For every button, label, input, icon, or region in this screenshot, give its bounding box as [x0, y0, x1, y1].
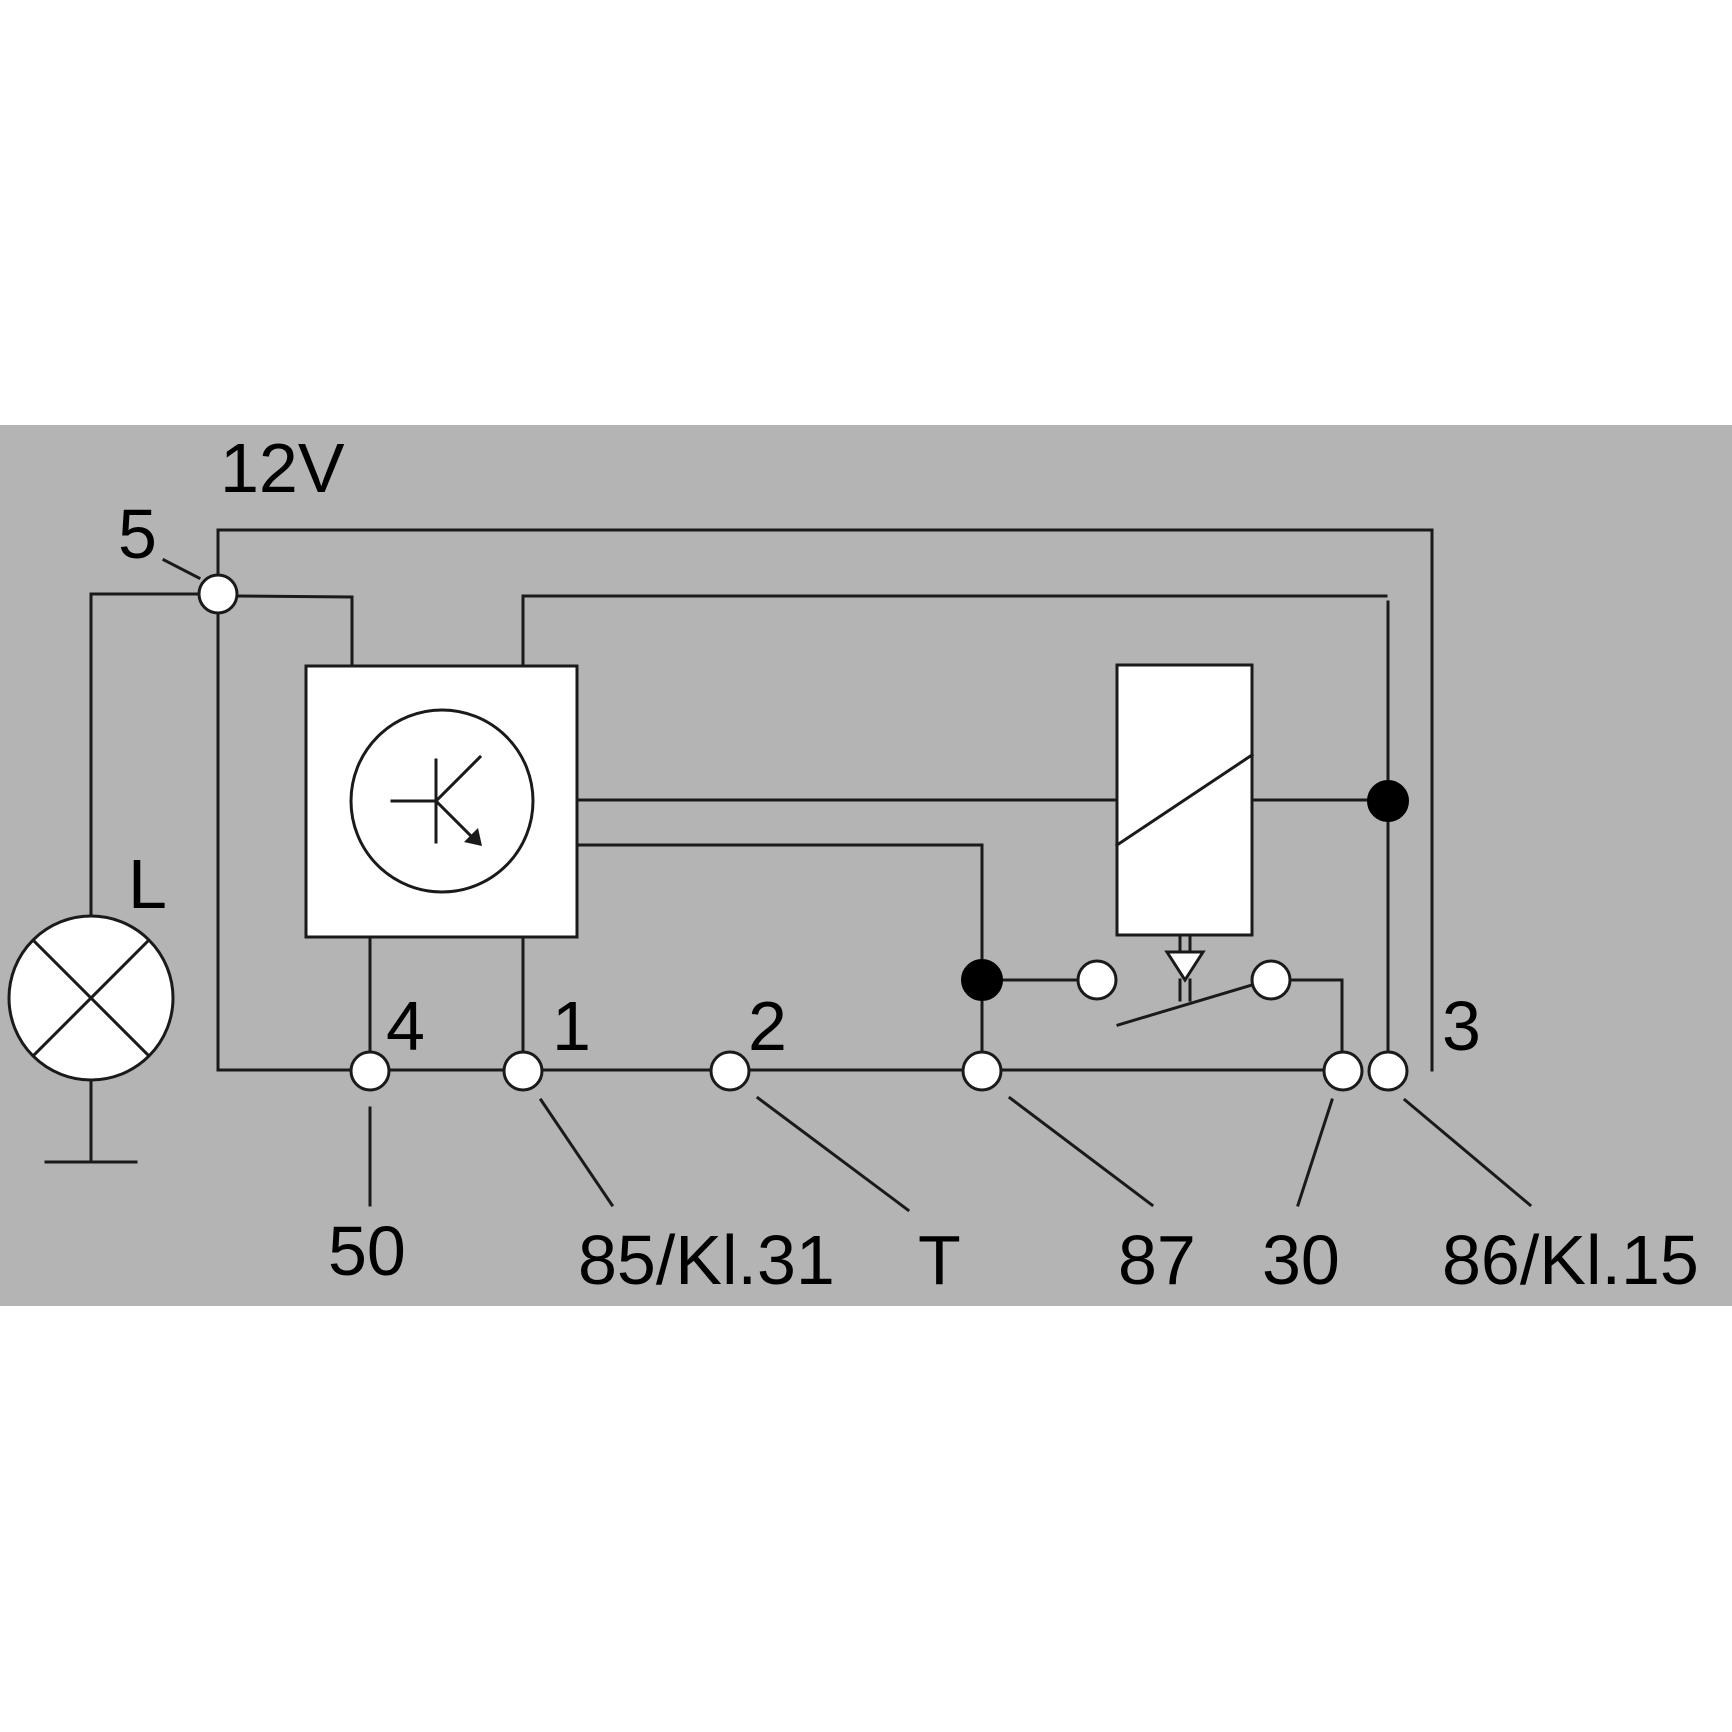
nodes: [197, 573, 1409, 1092]
node-pin-2: [709, 1050, 751, 1092]
node-pin-3: [1367, 1050, 1409, 1092]
wire-contact-30: [1288, 978, 1344, 1054]
label-pin-1: 1: [552, 987, 591, 1065]
wire-5-module: [234, 594, 354, 668]
wire-5-bus: [216, 610, 354, 1072]
electronic-module: [304, 664, 579, 939]
relay-coil-icon: [1114, 663, 1255, 937]
label-lamp: L: [128, 845, 167, 923]
label-terminal-30: 30: [1262, 1221, 1340, 1299]
node-pin-5: [197, 573, 239, 615]
label-terminal-86: 86/Kl.15: [1442, 1221, 1699, 1299]
junction-86-dot: [1367, 780, 1409, 822]
junction-87-dot: [961, 959, 1003, 1001]
label-pin-2: 2: [748, 987, 787, 1065]
label-pin-3: 3: [1442, 987, 1481, 1065]
node-pin-1: [502, 1050, 544, 1092]
label-terminal-50: 50: [328, 1212, 406, 1290]
wire-lamp-top: [89, 592, 202, 917]
wire-module-top-right: [521, 594, 1388, 668]
relay-switch-icon: [1116, 933, 1264, 1027]
node-pin-4: [349, 1050, 391, 1092]
label-terminal-t: T: [918, 1221, 961, 1299]
label-terminal-85: 85/Kl.31: [578, 1221, 835, 1299]
lamp-icon: [7, 914, 175, 1082]
node-relay-contact-right: [1250, 959, 1292, 1001]
leader-lines: [161, 557, 1533, 1213]
diagram-panel: [0, 425, 1732, 1306]
node-relay-contact-left: [1076, 959, 1118, 1001]
node-pin-30: [1322, 1050, 1364, 1092]
label-pin-5: 5: [118, 495, 157, 573]
node-pin-87: [961, 1050, 1003, 1092]
label-terminal-87: 87: [1118, 1221, 1196, 1299]
transistor-icon: [349, 708, 535, 894]
wires: [89, 528, 1434, 1162]
label-pin-4: 4: [386, 987, 425, 1065]
wire-12v-loop: [216, 528, 1434, 1072]
labels: 12V 5 L 4 1 2 3 50 85/Kl.31 T 87 30 86/K…: [118, 429, 1699, 1299]
label-12v: 12V: [220, 429, 345, 507]
